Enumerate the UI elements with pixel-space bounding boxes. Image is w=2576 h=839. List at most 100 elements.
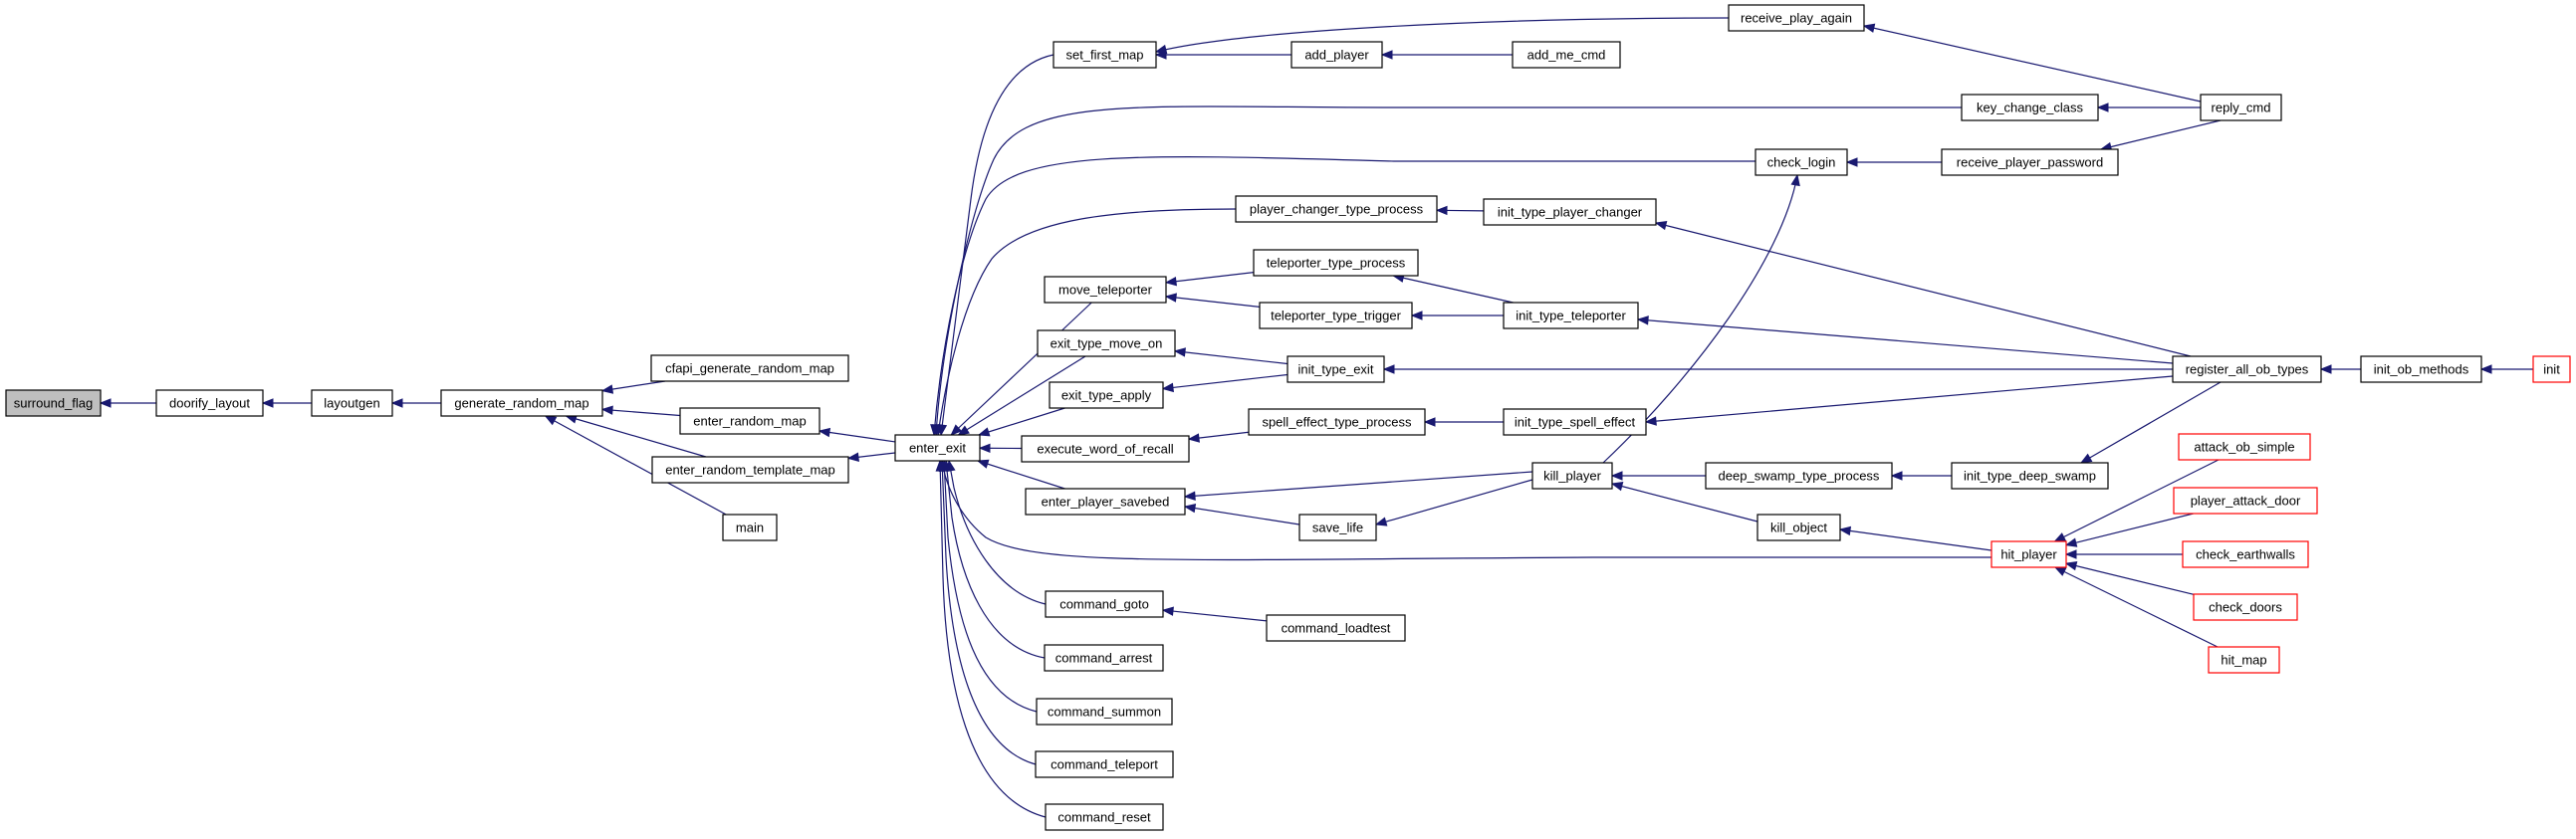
node-box[interactable] [1298,514,1377,541]
node-command-teleport[interactable]: command_teleport [1035,750,1174,778]
node-enter-exit[interactable]: enter_exit [894,434,981,462]
node-box[interactable] [1290,41,1383,69]
node-box[interactable] [1705,462,1893,490]
node-init-type-teleporter[interactable]: init_type_teleporter [1503,302,1639,329]
node-receive-player-password[interactable]: receive_player_password [1941,148,2119,176]
node-command-summon[interactable]: command_summon [1036,698,1173,726]
node-box[interactable] [2532,355,2571,383]
node-key-change-class[interactable]: key_change_class [1961,94,2099,121]
node-enter-random-map[interactable]: enter_random_map [679,407,820,435]
node-command-reset[interactable]: command_reset [1045,803,1164,831]
node-save-life[interactable]: save_life [1298,514,1377,541]
node-box[interactable] [2193,593,2298,621]
node-box[interactable] [1235,195,1438,223]
node-box[interactable] [722,514,778,541]
node-init-type-exit[interactable]: init_type_exit [1287,355,1385,383]
node-box[interactable] [1035,750,1174,778]
node-box[interactable] [311,389,393,417]
node-doorify-layout[interactable]: doorify_layout [155,389,264,417]
node-box[interactable] [1044,644,1164,672]
node-box[interactable] [651,456,849,484]
node-kill-player[interactable]: kill_player [1531,462,1613,490]
node-init-type-spell-effect[interactable]: init_type_spell_effect [1503,408,1647,436]
node-box[interactable] [1025,488,1186,516]
node-box[interactable] [1951,462,2109,490]
node-box[interactable] [1728,4,1865,32]
node-player-changer-type-process[interactable]: player_changer_type_process [1235,195,1438,223]
node-box[interactable] [1287,355,1385,383]
node-check-doors[interactable]: check_doors [2193,593,2298,621]
node-box[interactable] [1266,614,1406,642]
node-command-loadtest[interactable]: command_loadtest [1266,614,1406,642]
node-box[interactable] [155,389,264,417]
node-box[interactable] [2360,355,2482,383]
node-box[interactable] [2178,433,2311,461]
node-enter-player-savebed[interactable]: enter_player_savebed [1025,488,1186,516]
node-box[interactable] [1941,148,2119,176]
node-enter-random-template-map[interactable]: enter_random_template_map [651,456,849,484]
node-box[interactable] [1503,408,1647,436]
node-init-type-deep-swamp[interactable]: init_type_deep_swamp [1951,462,2109,490]
node-box[interactable] [650,354,849,382]
node-teleporter-type-process[interactable]: teleporter_type_process [1253,249,1419,277]
node-execute-word-of-recall[interactable]: execute_word_of_recall [1021,435,1190,463]
node-init-type-player-changer[interactable]: init_type_player_changer [1483,198,1657,226]
node-reply-cmd[interactable]: reply_cmd [2200,94,2282,121]
node-box[interactable] [1483,198,1657,226]
node-box[interactable] [440,389,603,417]
node-box[interactable] [1503,302,1639,329]
node-player-attack-door[interactable]: player_attack_door [2173,487,2318,515]
node-hit-player[interactable]: hit_player [1991,540,2067,568]
node-add-player[interactable]: add_player [1290,41,1383,69]
node-command-arrest[interactable]: command_arrest [1044,644,1164,672]
node-box[interactable] [1049,381,1164,409]
node-box[interactable] [1961,94,2099,121]
node-check-login[interactable]: check_login [1755,148,1848,176]
node-box[interactable] [1259,302,1413,329]
node-add-me-cmd[interactable]: add_me_cmd [1512,41,1621,69]
node-exit-type-move-on[interactable]: exit_type_move_on [1037,329,1176,357]
node-box[interactable] [2173,487,2318,515]
node-box[interactable] [894,434,981,462]
node-cfapi-generate-random-map[interactable]: cfapi_generate_random_map [650,354,849,382]
node-kill-object[interactable]: kill_object [1756,514,1841,541]
node-teleporter-type-trigger[interactable]: teleporter_type_trigger [1259,302,1413,329]
node-init[interactable]: init [2532,355,2571,383]
node-box[interactable] [1253,249,1419,277]
node-box[interactable] [5,389,102,417]
node-set-first-map[interactable]: set_first_map [1053,41,1157,69]
node-box[interactable] [1756,514,1841,541]
node-box[interactable] [1991,540,2067,568]
node-box[interactable] [679,407,820,435]
node-box[interactable] [2182,540,2309,568]
node-box[interactable] [1531,462,1613,490]
node-box[interactable] [1044,276,1167,304]
node-attack-ob-simple[interactable]: attack_ob_simple [2178,433,2311,461]
node-register-all-ob-types[interactable]: register_all_ob_types [2172,355,2322,383]
node-box[interactable] [1248,408,1426,436]
node-deep-swamp-type-process[interactable]: deep_swamp_type_process [1705,462,1893,490]
node-generate-random-map[interactable]: generate_random_map [440,389,603,417]
node-check-earthwalls[interactable]: check_earthwalls [2182,540,2309,568]
node-box[interactable] [1045,590,1164,618]
node-surround-flag[interactable]: surround_flag [5,389,102,417]
node-hit-map[interactable]: hit_map [2208,646,2280,674]
node-main[interactable]: main [722,514,778,541]
node-box[interactable] [1037,329,1176,357]
node-box[interactable] [2172,355,2322,383]
node-box[interactable] [2208,646,2280,674]
node-box[interactable] [1036,698,1173,726]
node-box[interactable] [1512,41,1621,69]
node-layoutgen[interactable]: layoutgen [311,389,393,417]
node-box[interactable] [2200,94,2282,121]
node-box[interactable] [1021,435,1190,463]
node-box[interactable] [1755,148,1848,176]
node-move-teleporter[interactable]: move_teleporter [1044,276,1167,304]
node-spell-effect-type-process[interactable]: spell_effect_type_process [1248,408,1426,436]
node-receive-play-again[interactable]: receive_play_again [1728,4,1865,32]
node-init-ob-methods[interactable]: init_ob_methods [2360,355,2482,383]
node-box[interactable] [1045,803,1164,831]
node-box[interactable] [1053,41,1157,69]
node-command-goto[interactable]: command_goto [1045,590,1164,618]
node-exit-type-apply[interactable]: exit_type_apply [1049,381,1164,409]
